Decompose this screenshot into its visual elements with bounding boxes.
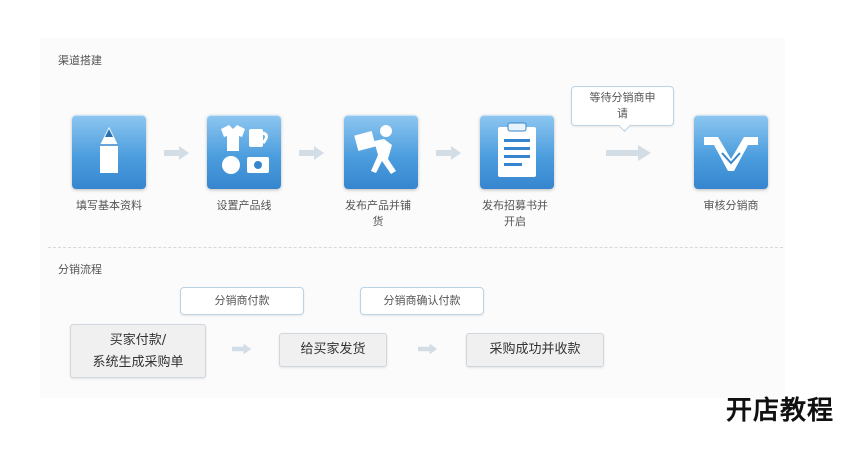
- flow-arrow-long: [606, 143, 652, 163]
- brand-watermark: 开店教程: [726, 396, 835, 426]
- section-title-distribution: 分销流程: [58, 263, 102, 276]
- flow-arrow: [436, 145, 462, 161]
- step-label: 填写基本资料: [76, 199, 142, 212]
- products-icon: [221, 125, 269, 174]
- step-label-line: 发布招募书并: [482, 199, 548, 212]
- step-label-line: 货: [372, 215, 384, 228]
- step-label: 发布产品并铺 货: [336, 198, 420, 230]
- flow-box-success: 采购成功并收款: [466, 333, 604, 367]
- step-label: 设置产品线: [216, 199, 272, 212]
- callout-line: 请: [617, 107, 628, 120]
- flow-arrow: [232, 341, 252, 355]
- step-tile-recruit: [480, 115, 554, 189]
- step-tile-fill-info: [72, 115, 146, 189]
- callout-distributor-confirm: 分销商确认付款: [360, 287, 484, 315]
- flow-arrow: [299, 145, 325, 161]
- flow-box-ship: 给买家发货: [279, 333, 387, 367]
- callout-distributor-pay: 分销商付款: [180, 287, 304, 315]
- step-label: 审核分销商: [703, 199, 759, 212]
- step-tile-publish: [344, 115, 418, 189]
- flow-box-buyer-pay: 买家付款/ 系统生成采购单: [70, 324, 206, 378]
- section-title-channel: 渠道搭建: [58, 54, 102, 67]
- step-tile-products: [207, 115, 281, 189]
- callout-line: 等待分销商申: [589, 91, 656, 104]
- pencil-icon: [100, 127, 118, 173]
- step-label-line: 发布产品并铺: [345, 199, 411, 212]
- step-label-line: 开启: [504, 215, 526, 228]
- clipboard-icon: [498, 122, 536, 177]
- section-divider: [48, 247, 783, 248]
- box-line: 系统生成采购单: [92, 355, 184, 370]
- box-line: 买家付款/: [109, 333, 167, 348]
- step-tile-review: [694, 115, 768, 189]
- flow-arrow: [418, 341, 438, 355]
- step-label: 发布招募书并 开启: [473, 198, 557, 230]
- callout-wait-apply: 等待分销商申 请: [571, 86, 674, 132]
- courier-icon: [354, 125, 396, 174]
- flow-arrow: [164, 145, 190, 161]
- handshake-icon: [704, 137, 758, 171]
